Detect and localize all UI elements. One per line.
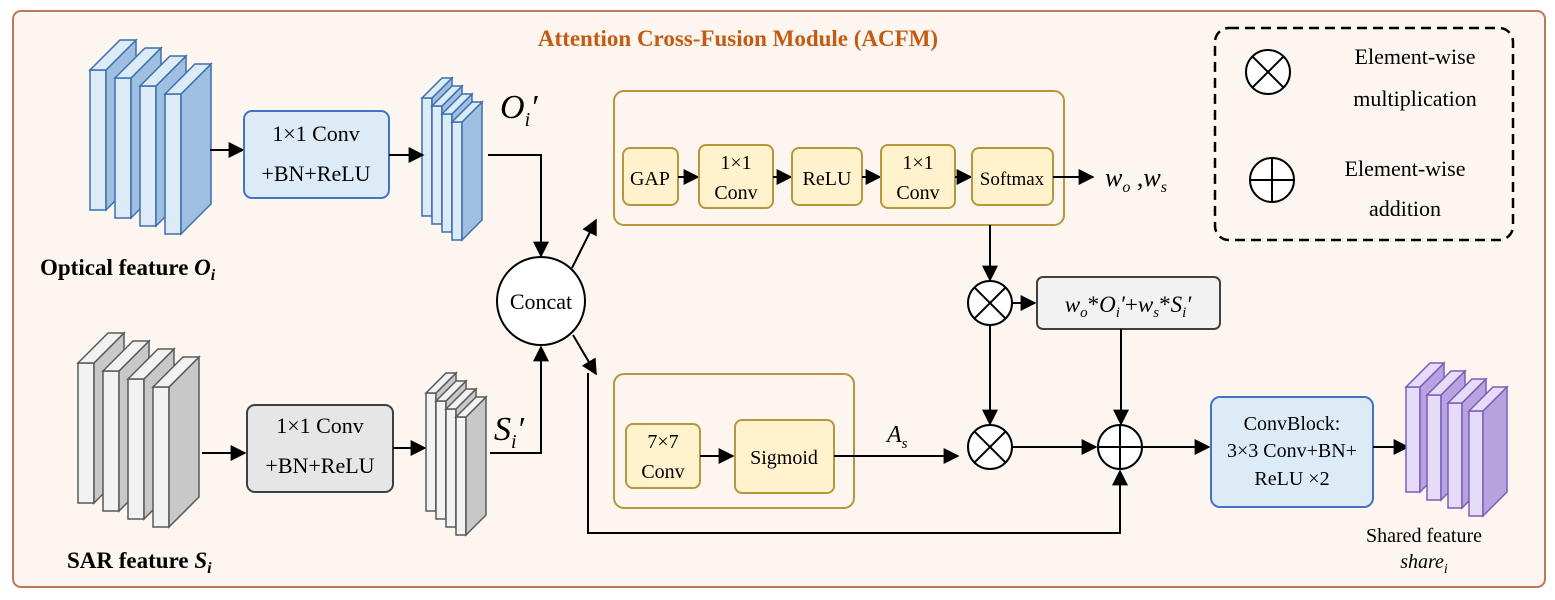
sar-projected-stack [424,371,488,537]
optical-conv-line1: 1×1 Conv [272,121,360,146]
shared-feature-label: Shared feature [1366,525,1482,547]
legend-multiply-text-1: Element-wise [1355,44,1476,69]
legend-add-text: Element-wise [1345,156,1466,181]
optical-feature-stack [88,38,213,236]
sar-feature-stack [76,331,201,529]
spatial-attention-label: As [885,422,908,452]
spatial-conv-line1: 7×7 [647,431,678,453]
legend-add-text-2: addition [1369,196,1441,221]
convblock-line1: ConvBlock: [1244,413,1341,435]
weighted-sum-box [1036,276,1221,330]
multiply-node-top [967,280,1013,326]
weighted-sum-expression: wo*Oi′+ws*Si′ [1065,292,1193,321]
optical-projected-slice [450,100,484,242]
convblock-line2: 3×3 Conv+BN+ [1227,440,1357,462]
convblock-line3: ReLU ×2 [1254,468,1329,490]
add-legend-icon [1249,157,1295,203]
gap-label: GAP [630,168,670,190]
optical-slice [163,62,213,236]
shared-slice [1467,385,1509,518]
channel-conv2-line1: 1×1 [902,152,933,174]
channel-conv1-line1: 1×1 [720,152,751,174]
sar-feature-label: SAR feature Si [67,548,212,577]
convblock-box [1210,396,1374,508]
diagram-title: Attention Cross-Fusion Module (ACFM) [538,26,938,51]
legend-box: Element-wise multiplication Element-wise… [1213,26,1515,242]
sar-slice [151,355,201,529]
channel-weights-label: wo ,ws [1105,163,1167,196]
multiply-legend-icon [1245,49,1291,95]
add-node [1097,424,1143,470]
channel-conv2-line2: Conv [896,182,939,204]
sar-projected-slice [454,395,488,537]
legend-multiply-text-2: multiplication [1353,86,1476,111]
multiply-node-bottom [967,424,1013,470]
optical-feature-label: Optical feature Oi [40,255,216,284]
sar-conv-line2: +BN+ReLU [265,453,374,478]
shared-feature-symbol: sharei [1400,551,1448,577]
concat-label: Concat [510,289,572,314]
spatial-conv-line2: Conv [641,461,684,483]
optical-conv-line2: +BN+ReLU [261,161,370,186]
shared-feature-stack [1404,361,1509,518]
optical-output-label: Oi′ [500,89,538,131]
channel-conv1-line2: Conv [714,182,757,204]
softmax-label: Softmax [980,169,1045,190]
sar-conv-line1: 1×1 Conv [276,413,364,438]
sar-output-label: Si′ [494,411,525,453]
concat-node [496,256,586,346]
relu-label: ReLU [803,168,852,190]
sigmoid-label: Sigmoid [750,447,818,469]
optical-projected-stack [420,76,484,242]
